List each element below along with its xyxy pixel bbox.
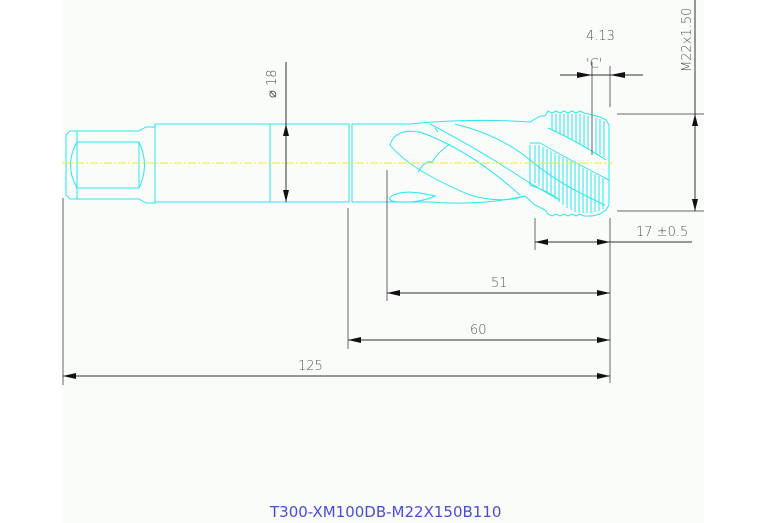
body-length-label: 60 [470, 323, 487, 338]
chamfer-c-label: 'C' [586, 57, 602, 72]
dimension-chamfer: 4.13 'C' [560, 29, 643, 155]
drawing-sheet [62, 0, 704, 523]
dimension-shank-diameter: ⌀ 18 [265, 62, 289, 202]
drawing-title: T300-XM100DB-M22X150B110 [269, 503, 501, 521]
chamfer-value-label: 4.13 [586, 29, 615, 44]
shank-diameter-label: ⌀ 18 [265, 69, 280, 98]
thread-spec-label: M22x1.50 [680, 8, 695, 72]
dimension-overall-length: 125 [62, 198, 610, 385]
dimension-flute-length: 51 [386, 170, 610, 301]
tap-geometry [62, 110, 612, 217]
dimension-body-length: 60 [347, 208, 610, 349]
flute-length-label: 51 [491, 276, 508, 291]
overall-length-label: 125 [298, 359, 323, 374]
dimension-thread-length: 17 ±0.5 [534, 218, 692, 383]
thread-length-label: 17 ±0.5 [636, 225, 688, 240]
dimension-thread-diameter: M22x1.50 [617, 0, 704, 212]
